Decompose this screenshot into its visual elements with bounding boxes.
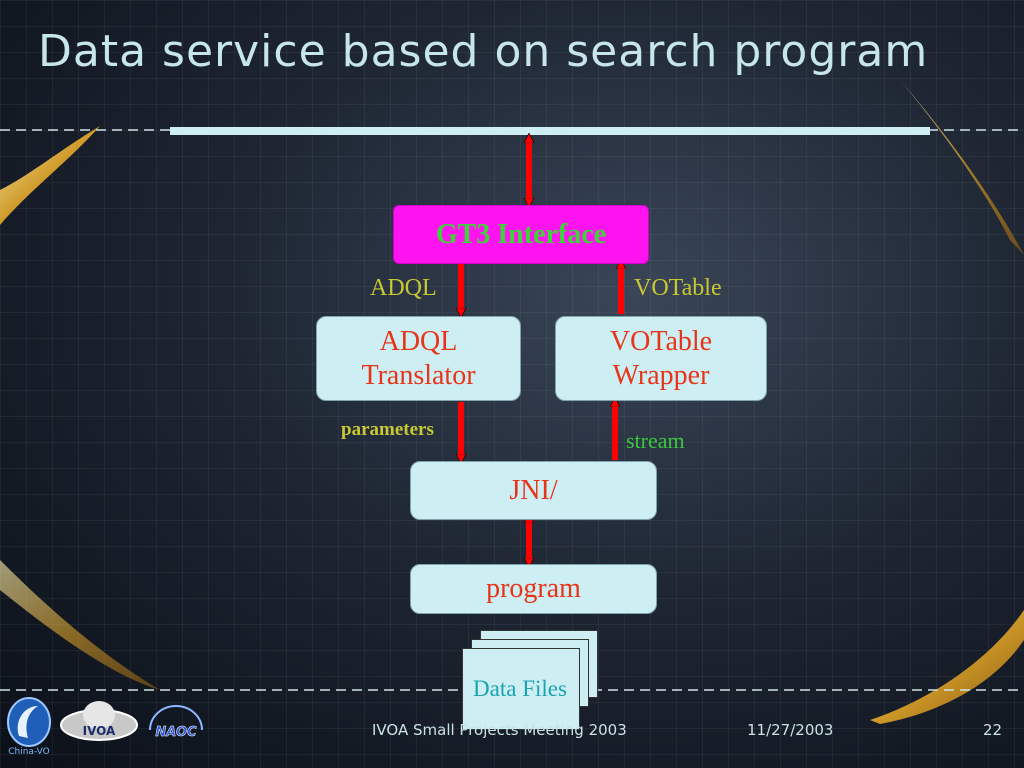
parameters-edge-label: parameters: [341, 419, 434, 440]
data-files-label: Data Files: [473, 676, 567, 701]
adql-edge-label: ADQL: [370, 275, 437, 301]
votable-wrapper-line1: VOTable: [609, 325, 713, 357]
program-label: program: [486, 573, 581, 605]
stream-edge-label: stream: [626, 428, 685, 453]
adql-translator-line2: Translator: [361, 359, 476, 391]
footer-meeting: IVOA Small Projects Meeting 2003: [372, 721, 627, 739]
footer-date: 11/27/2003: [747, 721, 834, 739]
china-vo-logo: China-VO: [7, 697, 51, 757]
gt3-interface-node: GT3 Interface: [393, 205, 649, 264]
data-files-stack: Data Files: [462, 630, 602, 730]
ivoa-logo: IVOA: [60, 701, 138, 741]
jni-node: JNI/: [410, 461, 657, 520]
program-node: program: [410, 564, 657, 614]
naoc-logo: NAOC: [149, 705, 203, 740]
data-file-sheet: [462, 648, 580, 730]
footer-page-number: 22: [983, 721, 1003, 739]
votable-wrapper-line2: Wrapper: [612, 359, 710, 391]
votable-edge-label: VOTable: [634, 275, 722, 301]
ivoa-logo-text: IVOA: [83, 724, 116, 738]
naoc-logo-text: NAOC: [155, 725, 197, 740]
adql-translator-node: ADQL Translator: [316, 316, 521, 401]
adql-translator-line1: ADQL: [379, 325, 458, 357]
top-bus-bar: [170, 127, 930, 135]
gold-swoosh-left: [0, 126, 100, 225]
china-vo-logo-text: China-VO: [8, 747, 50, 757]
gold-swoosh-right: [900, 80, 1024, 255]
gt3-interface-label: GT3 Interface: [435, 218, 607, 250]
gold-swoosh-bottom-right: [870, 610, 1024, 724]
votable-wrapper-node: VOTable Wrapper: [555, 316, 767, 401]
jni-label: JNI/: [509, 474, 558, 506]
gold-swoosh-bottom-left: [0, 560, 160, 690]
slide-title: Data service based on search program: [38, 26, 929, 77]
